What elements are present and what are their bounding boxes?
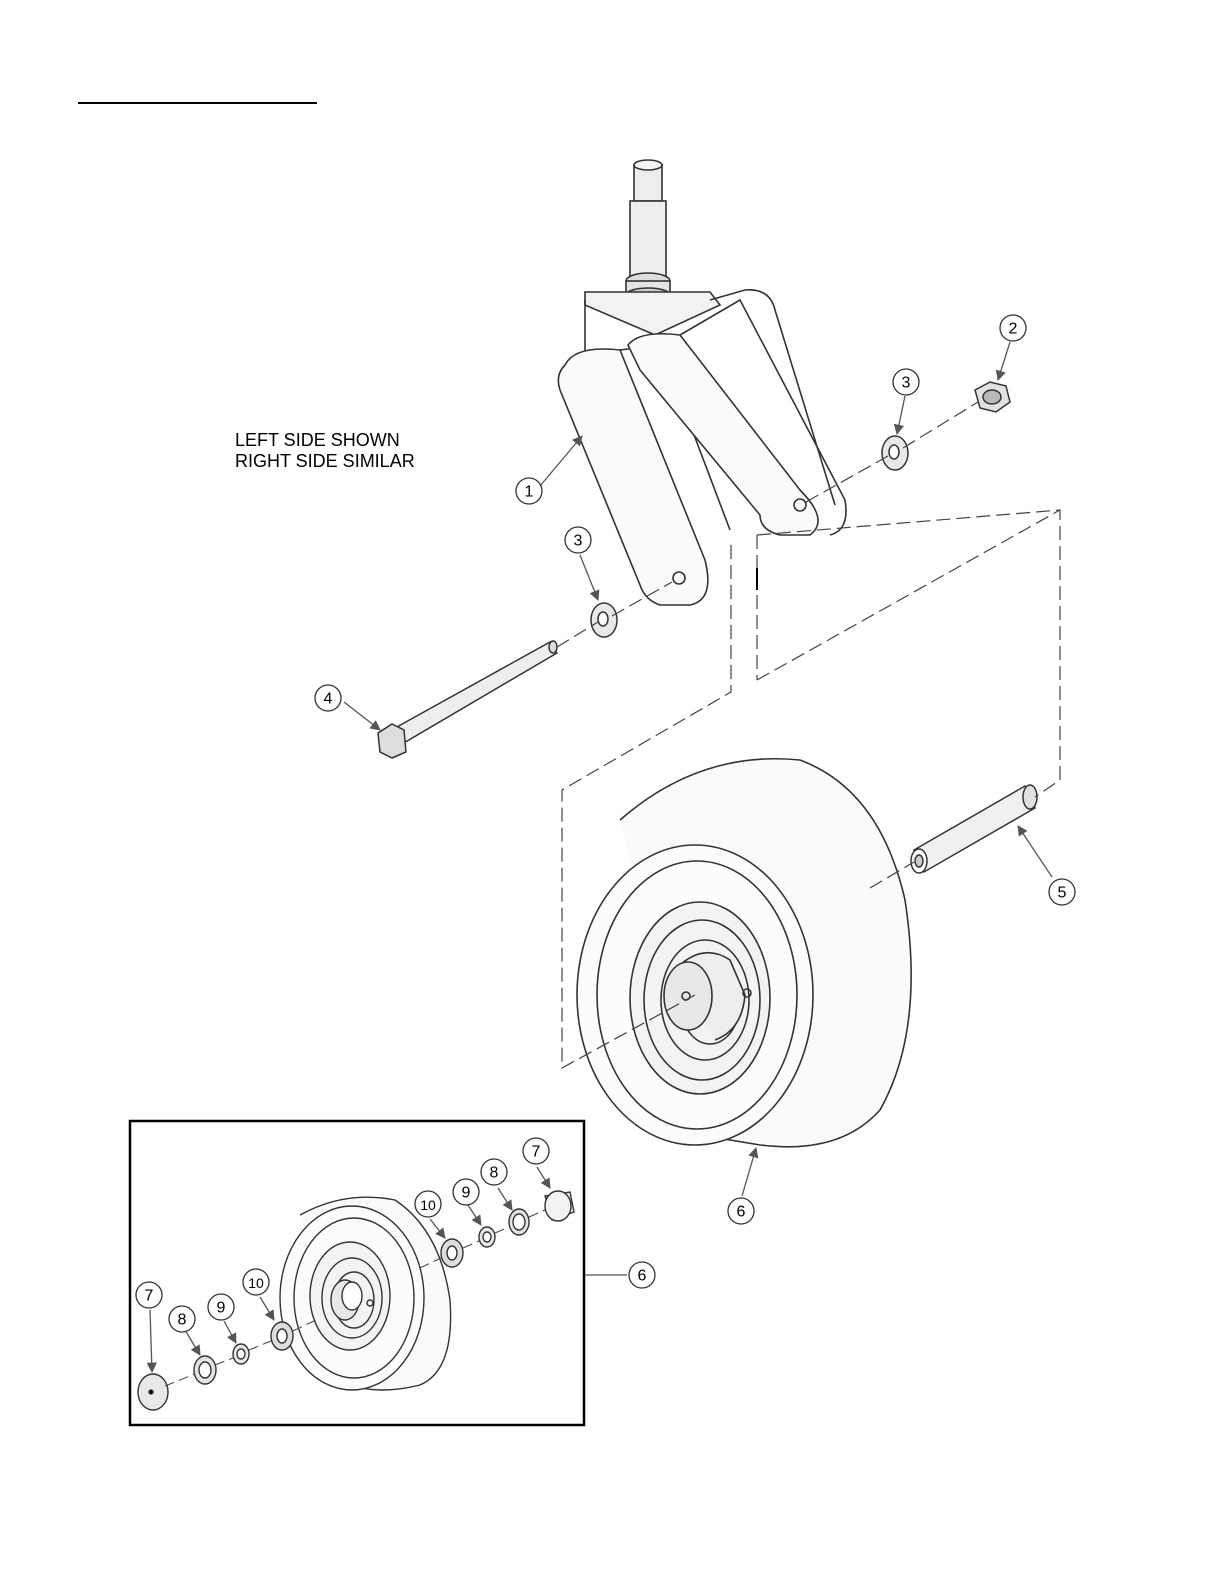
callout-1: 1 <box>525 484 534 501</box>
spacer-tube <box>911 785 1037 873</box>
wheel-assembly <box>577 759 911 1147</box>
detail-callout-10b: 10 <box>420 1197 436 1213</box>
caster-fork <box>558 160 846 605</box>
detail-callout-8b: 8 <box>490 1165 499 1182</box>
callout-5: 5 <box>1058 885 1067 902</box>
callout-4: 4 <box>324 691 333 708</box>
detail-wheel <box>280 1197 451 1390</box>
detail-parts-left <box>138 1322 293 1410</box>
detail-callout-10a: 10 <box>248 1275 264 1291</box>
washer-lower <box>591 603 617 637</box>
detail-callout-8a: 8 <box>178 1312 187 1329</box>
detail-callout-7b: 7 <box>532 1144 541 1161</box>
side-note: LEFT SIDE SHOWN RIGHT SIDE SIMILAR <box>235 430 415 472</box>
side-note-line-2: RIGHT SIDE SIMILAR <box>235 451 415 472</box>
detail-callout-9a: 9 <box>217 1300 226 1317</box>
callout-6a: 6 <box>737 1204 746 1221</box>
hex-nut <box>975 382 1010 412</box>
callout-3b: 3 <box>574 533 583 550</box>
detail-callout-9b: 9 <box>462 1185 471 1202</box>
callout-2: 2 <box>1009 321 1018 338</box>
washer-upper <box>882 436 908 470</box>
detail-callout-7a: 7 <box>145 1288 154 1305</box>
callout-6b: 6 <box>638 1268 647 1285</box>
side-note-line-1: LEFT SIDE SHOWN <box>235 430 415 451</box>
callout-3a: 3 <box>902 375 911 392</box>
axle-bolt <box>378 641 557 758</box>
